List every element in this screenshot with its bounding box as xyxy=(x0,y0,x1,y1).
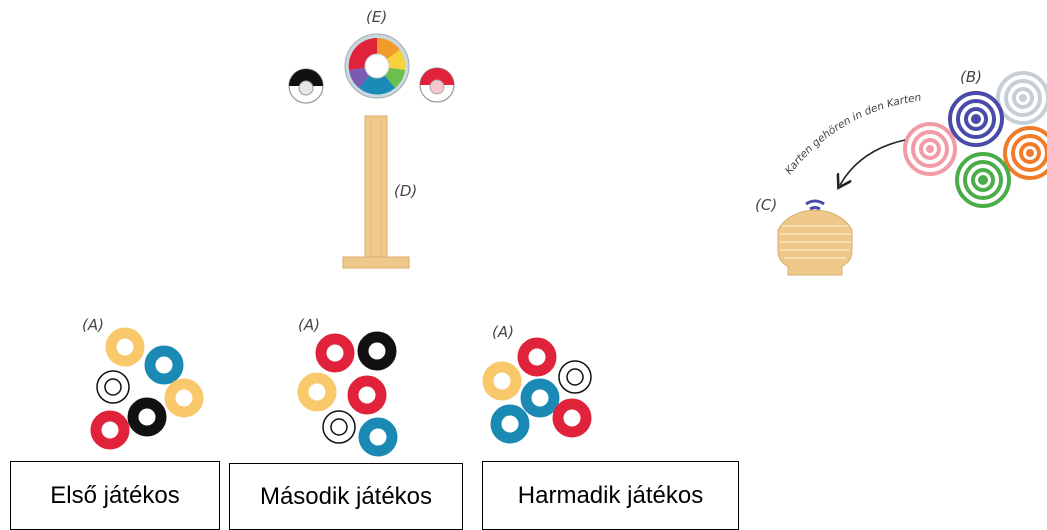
target-card-gray xyxy=(996,71,1047,125)
curved-arrow-icon xyxy=(840,139,906,185)
label-c: (C) xyxy=(755,196,777,214)
red-token xyxy=(419,67,455,103)
player-box-first: Első játékos xyxy=(10,461,220,530)
label-a1: (A) xyxy=(82,316,104,334)
label-a2: (A) xyxy=(298,316,320,334)
target-card-purple xyxy=(948,91,1004,147)
player-label-second: Második játékos xyxy=(259,482,433,510)
wooden-pole-stand xyxy=(342,115,410,269)
player-label-third: Harmadik játékos xyxy=(517,481,704,509)
label-d: (D) xyxy=(394,182,417,200)
label-e: (E) xyxy=(366,8,387,26)
target-card-orange xyxy=(1003,126,1047,180)
color-wheel-token xyxy=(344,33,410,99)
arrow-note: Karten gehören in den Kartenhalter xyxy=(0,0,922,177)
player-label-first: Első játékos xyxy=(50,481,180,509)
label-a3: (A) xyxy=(492,323,514,341)
label-b: (B) xyxy=(960,68,982,86)
player3-rings xyxy=(482,337,592,444)
target-card-pink xyxy=(903,122,957,176)
player-box-second: Második játékos xyxy=(229,463,463,530)
black-token xyxy=(288,68,324,104)
player1-rings xyxy=(90,327,204,450)
card-holder xyxy=(777,199,853,276)
player-box-third: Harmadik játékos xyxy=(482,461,739,530)
target-card-green xyxy=(955,152,1011,208)
player2-rings xyxy=(297,331,398,457)
